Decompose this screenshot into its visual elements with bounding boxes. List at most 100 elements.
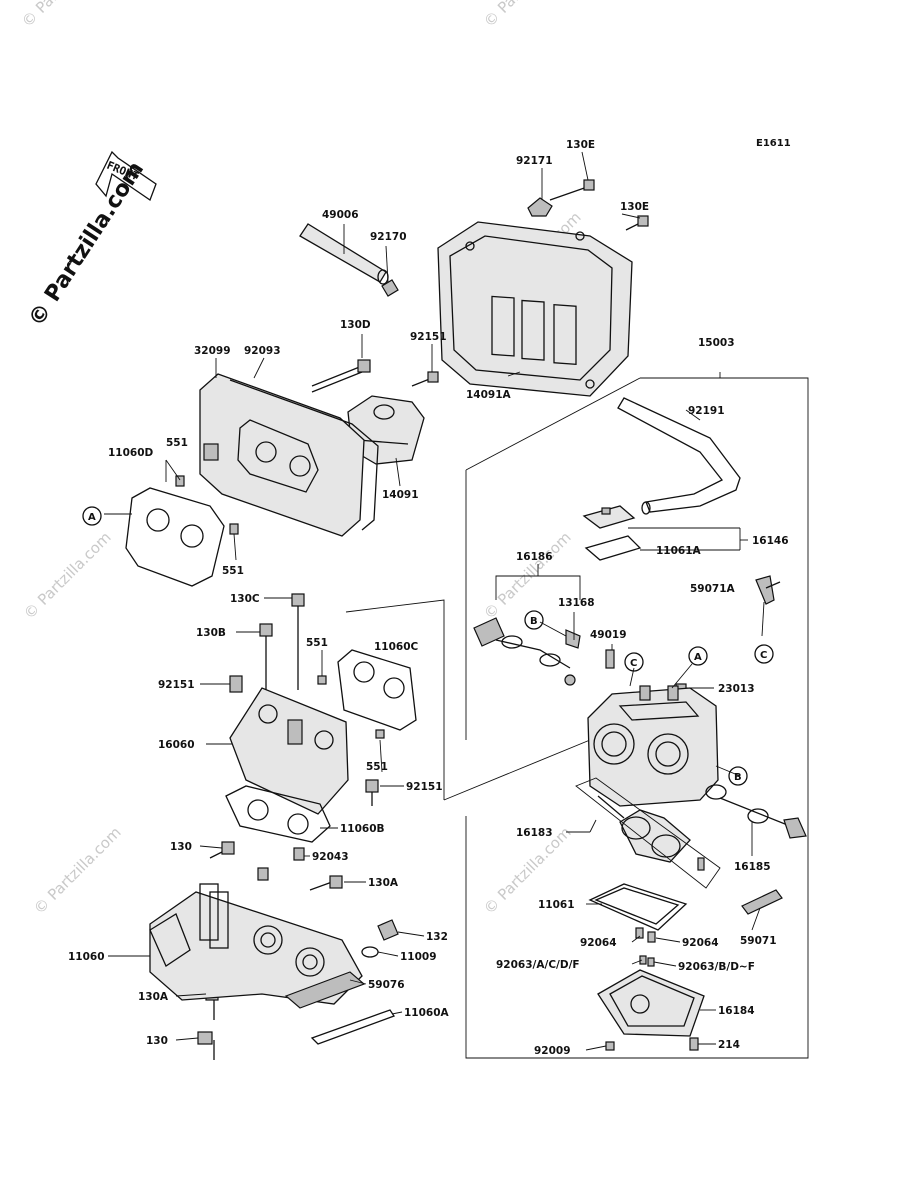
manifold-11060 [149, 883, 363, 1005]
part-label: 551 [306, 637, 328, 649]
watermark: © Partzilla.com [20, 528, 115, 623]
air-box-cover [437, 221, 633, 397]
holder-16060 [229, 593, 385, 815]
part-label: 11060B [340, 823, 385, 835]
part-label: 11060D [108, 447, 154, 459]
assembly-frame [465, 372, 809, 1059]
part-label: 59076 [368, 979, 405, 991]
callout-c: C [760, 650, 767, 661]
part-label: 59071A [690, 583, 736, 595]
part-label: 11060C [374, 641, 419, 653]
shaft-16185 [705, 784, 807, 839]
part-label: 92151 [158, 679, 195, 691]
part-label: 49019 [590, 629, 627, 641]
part-label: 11061 [538, 899, 575, 911]
gasket-11061 [588, 883, 688, 931]
part-label: 92191 [688, 405, 725, 417]
watermark: © Partzilla.com [480, 0, 575, 31]
part-label: 551 [222, 565, 244, 577]
part-label: 130B [196, 627, 226, 639]
part-label: 130 [146, 1035, 168, 1047]
part-label: 16185 [734, 861, 771, 873]
part-label: 92064 [682, 937, 719, 949]
float-16183 [575, 777, 721, 889]
callout-circle-c [754, 644, 774, 664]
part-label: 130E [620, 201, 649, 213]
part-label: 551 [366, 761, 388, 773]
diagram-code: E1611 [756, 138, 791, 149]
fitting-16146 [582, 505, 642, 561]
part-label: 551 [166, 437, 188, 449]
callout-c: C [630, 658, 637, 669]
callouts: A A B B C C [82, 506, 774, 786]
callout-circle-a [82, 506, 102, 526]
part-label: 130C [230, 593, 260, 605]
callout-circle-b [524, 610, 544, 630]
part-label: 16183 [516, 827, 553, 839]
part-label: 130 [170, 841, 192, 853]
carburetor-body [587, 685, 719, 807]
part-label: 15003 [698, 337, 735, 349]
part-label: 92170 [370, 231, 407, 243]
part-label: 132 [426, 931, 448, 943]
part-label: 130A [138, 991, 169, 1003]
part-label: 130D [340, 319, 371, 331]
part-label: 92151 [406, 781, 443, 793]
part-label: 92063/A/C/D/F [496, 959, 580, 971]
part-label: 92063/B/D~F [678, 961, 755, 973]
part-label: 11060 [68, 951, 105, 963]
callout-a: A [694, 652, 702, 663]
part-label: 11061A [656, 545, 702, 557]
part-label: 16186 [516, 551, 553, 563]
part-label: 92151 [410, 331, 447, 343]
part-label: 23013 [718, 683, 755, 695]
part-label: 92093 [244, 345, 281, 357]
jets-92064 [635, 927, 656, 967]
part-label: 13168 [558, 597, 595, 609]
linkage-16186 [473, 617, 581, 686]
gasket-11060D [125, 475, 239, 587]
watermark-main: © Partzilla.com [24, 157, 149, 331]
float-bowl-16184 [597, 969, 705, 1051]
part-label: 16184 [718, 1005, 755, 1017]
bolt-92151-right [365, 779, 379, 806]
gasket-11060C [337, 649, 417, 731]
part-label: 49006 [322, 209, 359, 221]
bolt-130D [311, 359, 371, 393]
part-labels: 92171 130E 130E 49006 92170 130D 92151 3… [68, 139, 789, 1057]
callout-circle-c [624, 652, 644, 672]
part-label: 92009 [534, 1045, 571, 1057]
gasket-11060B [225, 785, 331, 843]
part-label: 92171 [516, 155, 553, 167]
part-label: 11060A [404, 1007, 450, 1019]
part-label: 214 [718, 1039, 740, 1051]
hose-49006 [299, 223, 399, 297]
part-label: 11009 [400, 951, 437, 963]
part-label: 92064 [580, 937, 617, 949]
bolt-92151-top [411, 371, 439, 387]
part-label: 14091A [466, 389, 512, 401]
elbow-59071A [755, 575, 781, 605]
callout-circle-a [688, 646, 708, 666]
left-frame [345, 599, 591, 801]
plug-132 [361, 919, 399, 958]
part-label: 130A [368, 877, 399, 889]
plate-59076 [284, 971, 395, 1045]
fitting-59071 [741, 889, 783, 915]
air-box-base [199, 373, 379, 537]
callout-b: B [530, 616, 538, 627]
part-label: 130E [566, 139, 595, 151]
leader-lines [104, 151, 765, 1051]
part-label: 16060 [158, 739, 195, 751]
pin-49019 [605, 649, 615, 669]
part-label: 16146 [752, 535, 789, 547]
callout-b: B [734, 772, 742, 783]
watermark: © Partzilla.com [30, 823, 125, 918]
pins-92043 [257, 847, 305, 881]
callout-a: A [88, 512, 96, 523]
callout-circle-b [728, 766, 748, 786]
part-label: 14091 [382, 489, 419, 501]
watermark: © Partzilla.com [18, 0, 113, 31]
hose-92191 [617, 397, 741, 515]
